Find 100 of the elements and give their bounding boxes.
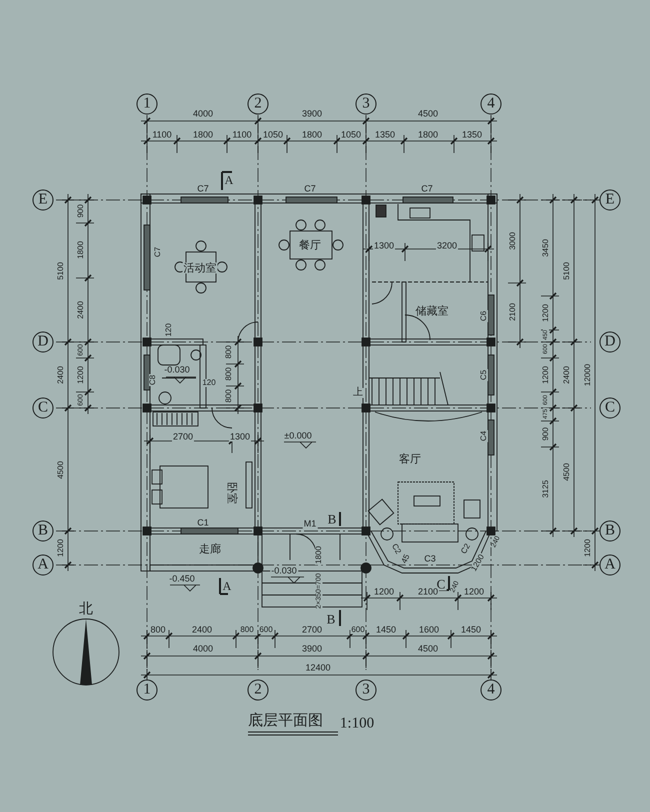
dimension-text: 3450 [542,238,550,258]
window-label: C4 [480,430,488,442]
section-label: A [222,580,232,592]
dimension-text: 600 [258,626,274,634]
room-label: 客厅 [398,454,422,464]
section-label: B [326,612,336,626]
dimension-text: 1050 [340,130,362,140]
dimension-text: 2400 [57,365,65,385]
window-label: C7 [420,184,434,194]
elevation-label: -0.450 [168,574,196,584]
dimension-text: 2100 [509,302,517,322]
dimension-text: 800 [149,626,167,634]
dimension-text: 4500 [563,462,571,482]
dimension-text: 1800 [77,240,85,260]
stair-label: 上 [352,388,364,398]
dimension-text: 2400 [190,626,214,634]
dimension-text: 1200 [542,303,550,323]
dimension-text: 2700 [300,626,324,634]
axis-bubble: D [32,332,54,352]
dimension-text: 120 [165,322,173,338]
dimension-text: 4500 [416,644,440,654]
dimension-text: 2100 [416,588,440,596]
dimension-text: 1200 [372,588,396,596]
section-label: B [326,512,338,526]
axis-bubble: C [32,398,54,418]
dimension-text: 3000 [509,231,517,251]
dimension-text: 900 [77,203,85,219]
dimension-text: 1200 [57,538,65,558]
axis-bubble: B [32,520,54,542]
dimension-text: 1800 [192,130,214,140]
window-label: C7 [196,184,210,194]
dimension-text: 3200 [436,242,458,250]
dimension-text: 5100 [563,261,571,281]
room-label: 活动室 [182,262,218,274]
axis-bubble: 3 [356,94,376,114]
dimension-text: 1800 [300,130,324,140]
dimension-text: 1600 [418,626,440,634]
axis-bubble: 1 [136,680,158,700]
axis-bubble: E [32,190,54,210]
dimension-text: 4000 [192,110,214,118]
dimension-text: 1050 [262,130,284,140]
room-label: 餐厅 [298,240,322,250]
axis-bubble: 1 [136,94,158,114]
axis-bubble: 4 [480,680,502,700]
dimension-text: 12000 [584,362,592,388]
dimension-text: 1200 [542,365,550,385]
dimension-text: 1350 [374,130,396,140]
section-label: A [224,174,234,186]
dimension-text: 3900 [300,110,324,118]
window-label: C6 [480,310,488,322]
dimension-text: 2700 [172,432,194,442]
dimension-text: 1350 [460,130,484,140]
dimension-text: 1300 [228,432,252,442]
room-label: 储藏室 [414,306,450,316]
dimension-text: 800 [225,344,233,360]
axis-bubble: E [600,190,620,210]
dimension-text: 800 [239,626,255,634]
dimension-text: 800 [225,388,233,404]
dimension-text: 800 [225,366,233,382]
axis-bubble: A [600,554,620,576]
window-label: C8 [149,374,157,386]
window-label: C7 [303,184,317,194]
dimension-text: 1200 [584,538,592,558]
window-label: C1 [196,518,210,528]
dimension-text: 2400 [563,365,571,385]
axis-bubble: 2 [248,94,268,114]
axis-bubble: 3 [356,680,376,700]
window-label: C5 [480,368,488,382]
dimension-text: 45 [400,552,412,566]
dimension-text: 1800 [315,545,323,565]
drawing-title: 底层平面图 [248,713,323,728]
north-label: 北 [78,602,94,616]
dimension-text: 1300 [372,242,396,250]
dimension-text: 900 [542,426,550,442]
dimension-text: 1200 [77,365,85,385]
dimension-text: 1450 [374,626,398,634]
axis-bubble: D [600,332,620,352]
axis-bubble: B [600,520,620,542]
section-label: C [436,578,446,590]
room-label: 卧室 [226,481,238,505]
dimension-text: 4500 [416,110,440,118]
dimension-text: 3900 [300,644,324,654]
dimension-text: 120 [201,379,217,387]
window-label: C7 [154,246,162,258]
window-label: M1 [302,520,318,528]
window-label: C2 [459,542,473,556]
dimension-text: 5100 [57,261,65,281]
dimension-text: 4000 [192,644,214,654]
dimension-text: 12400 [304,664,332,672]
dimension-text: 1200 [462,588,486,596]
dimension-text: 2400 [77,300,85,320]
room-label: 走廊 [198,544,222,554]
elevation-label: -0.030 [163,366,191,374]
axis-bubble: C [600,398,620,418]
dimension-text: 1450 [460,626,482,634]
axis-bubble: 4 [480,94,502,114]
axis-bubble: 2 [248,680,268,700]
dimension-text: 3125 [542,479,550,499]
dimension-text: 1100 [151,130,173,140]
dimension-text: 600 [350,626,366,634]
